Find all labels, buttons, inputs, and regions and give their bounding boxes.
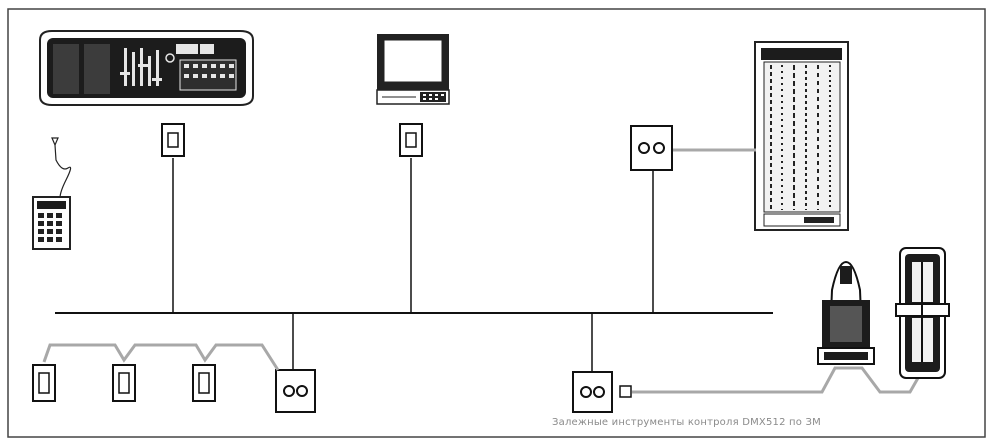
fixture-cable: [632, 366, 920, 394]
cable-terminator: [619, 385, 632, 398]
moving-head-fixture: [817, 260, 875, 365]
node-bottom-right: [572, 371, 613, 413]
dimmer-rack: [754, 41, 849, 231]
scanner-fixture: [895, 247, 950, 379]
node-computer: [399, 123, 423, 157]
chain-cable: [42, 343, 280, 371]
node-bottom-left: [275, 369, 316, 413]
node-rack: [630, 125, 673, 171]
remote-keypad: [32, 137, 72, 250]
diagram-frame: [7, 8, 986, 438]
computer-terminal: [376, 34, 450, 105]
lighting-console: [39, 30, 254, 106]
diagram-caption: Залежные инструменты контроля DMX512 по …: [552, 417, 821, 428]
node-chain-3: [192, 364, 216, 402]
node-chain-1: [32, 364, 56, 402]
node-chain-2: [112, 364, 136, 402]
node-console: [161, 123, 185, 157]
